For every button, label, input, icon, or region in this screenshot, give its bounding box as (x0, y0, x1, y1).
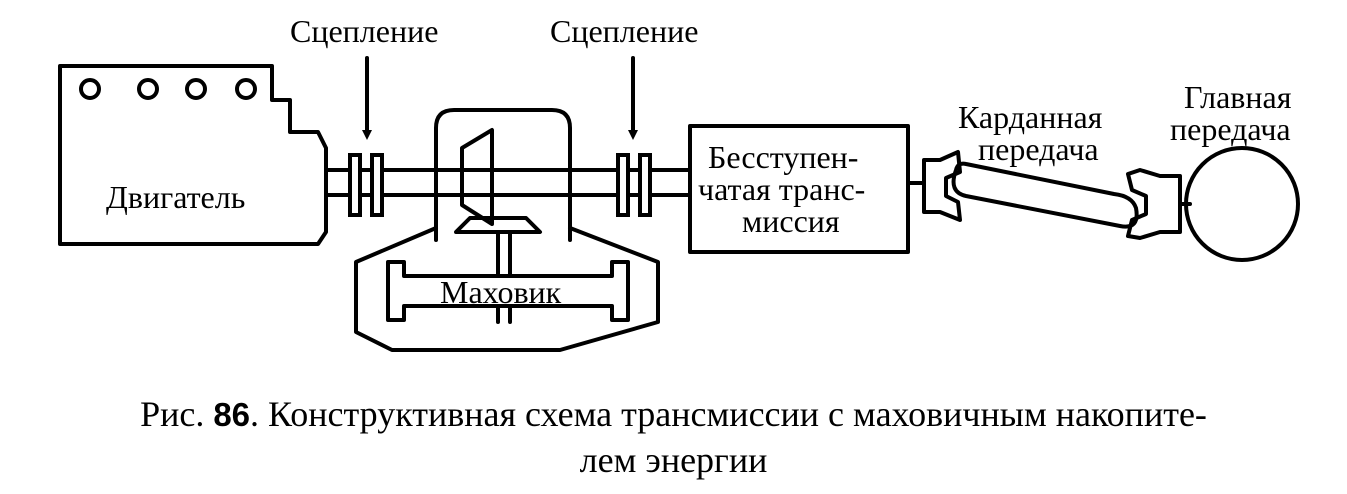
clutch-left: Сцепление (290, 13, 438, 217)
cardan-label-line1: Карданная (958, 99, 1103, 135)
engine-block: Двигатель (58, 64, 328, 246)
caption-prefix: Рис. (140, 394, 205, 434)
transmission-diagram: Двигатель Сцепление Сцепление Маховик (58, 13, 1300, 352)
clutch-left-label: Сцепление (290, 13, 438, 49)
flywheel-housing (354, 226, 660, 352)
caption-text: . Конструктивная схема трансмиссии с мах… (250, 394, 1207, 434)
cylinder-4 (235, 78, 257, 100)
clutch-right: Сцепление (550, 13, 698, 217)
cylinder-3 (185, 78, 207, 100)
cardan-shaft: Карданная передача (922, 99, 1182, 240)
final-drive-label-line2: передача (1170, 111, 1291, 147)
figure-caption-line2: лем энергии (579, 440, 768, 480)
cvt-box: Бесступен- чатая транс- миссия (688, 124, 910, 254)
final-drive: Главная передача (1170, 79, 1300, 262)
caption-number: 86 (213, 396, 251, 433)
figure-caption: Рис. 86. Конструктивная схема трансмисси… (0, 392, 1347, 437)
flywheel-label: Маховик (440, 274, 562, 310)
engine-label: Двигатель (106, 179, 245, 215)
cardan-label-line2: передача (978, 131, 1099, 167)
cylinder-1 (79, 78, 101, 100)
flywheel: Маховик (386, 260, 630, 324)
cvt-label-line3: миссия (742, 203, 840, 239)
bevel-gear (454, 128, 542, 264)
cvt-label-line2: чатая транс- (698, 171, 865, 207)
clutch-right-label: Сцепление (550, 13, 698, 49)
cylinder-2 (137, 78, 159, 100)
gear-housing (434, 108, 572, 242)
cvt-label-line1: Бесступен- (708, 139, 858, 175)
final-drive-label-line1: Главная (1184, 79, 1292, 115)
